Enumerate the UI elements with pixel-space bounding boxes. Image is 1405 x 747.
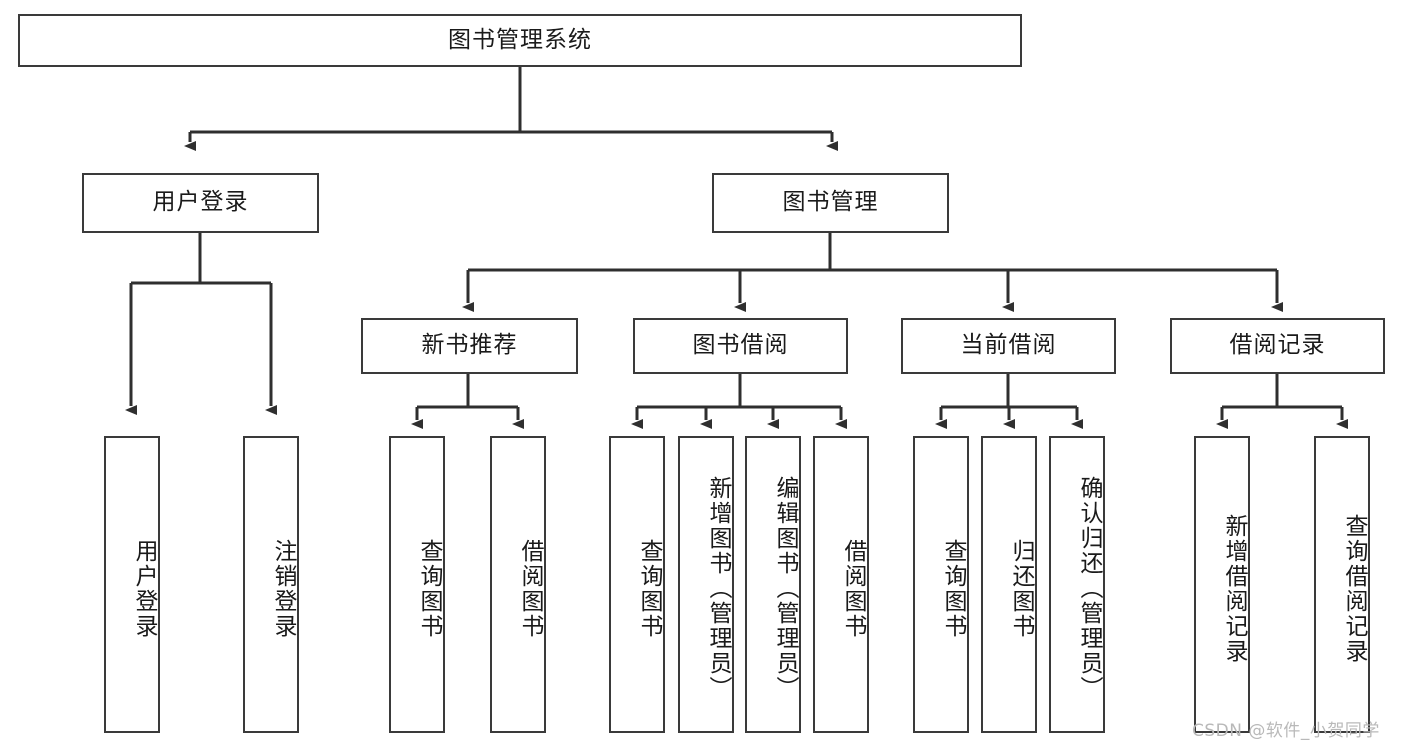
node-label: 查询图书 — [940, 538, 966, 639]
node-label: 新增图书（管理员） — [705, 476, 731, 701]
node-leaf-query-book-new[interactable]: 查询图书 — [389, 436, 445, 733]
node-label: 编辑图书（管理员） — [772, 476, 798, 701]
node-label: 用户登录 — [152, 189, 249, 216]
node-leaf-query-book-borrow[interactable]: 查询图书 — [609, 436, 665, 733]
node-label: 借阅记录 — [1229, 332, 1326, 359]
node-label: 查询图书 — [636, 538, 662, 639]
node-user-login[interactable]: 用户登录 — [82, 173, 319, 233]
node-book-borrow[interactable]: 图书借阅 — [633, 318, 848, 374]
node-label: 图书借阅 — [692, 332, 789, 359]
node-label: 新增借阅记录 — [1221, 513, 1247, 664]
node-borrow-record[interactable]: 借阅记录 — [1170, 318, 1385, 374]
node-new-book-recommend[interactable]: 新书推荐 — [361, 318, 578, 374]
node-book-management[interactable]: 图书管理 — [712, 173, 949, 233]
node-leaf-add-borrow-record[interactable]: 新增借阅记录 — [1194, 436, 1250, 733]
node-label: 借阅图书 — [517, 538, 543, 639]
node-leaf-user-login[interactable]: 用户登录 — [104, 436, 160, 733]
node-label: 查询借阅记录 — [1341, 513, 1367, 664]
node-leaf-query-borrow-record[interactable]: 查询借阅记录 — [1314, 436, 1370, 733]
node-leaf-logout-login[interactable]: 注销登录 — [243, 436, 299, 733]
node-leaf-edit-book[interactable]: 编辑图书（管理员） — [745, 436, 801, 733]
node-label: 查询图书 — [416, 538, 442, 639]
node-label: 确认归还（管理员） — [1076, 476, 1102, 701]
node-leaf-add-book[interactable]: 新增图书（管理员） — [678, 436, 734, 733]
node-leaf-borrow-book-new[interactable]: 借阅图书 — [490, 436, 546, 733]
node-leaf-confirm-return[interactable]: 确认归还（管理员） — [1049, 436, 1105, 733]
node-label: 注销登录 — [270, 538, 296, 639]
node-label: 图书管理 — [782, 189, 879, 216]
node-root-book-management-system[interactable]: 图书管理系统 — [18, 14, 1022, 67]
node-label: 新书推荐 — [421, 332, 518, 359]
node-leaf-return-book[interactable]: 归还图书 — [981, 436, 1037, 733]
node-leaf-query-book-current[interactable]: 查询图书 — [913, 436, 969, 733]
node-label: 归还图书 — [1008, 538, 1034, 639]
node-label: 用户登录 — [131, 538, 157, 639]
node-label: 图书管理系统 — [448, 26, 592, 53]
node-leaf-borrow-book[interactable]: 借阅图书 — [813, 436, 869, 733]
node-current-borrow[interactable]: 当前借阅 — [901, 318, 1116, 374]
node-label: 借阅图书 — [840, 538, 866, 639]
node-label: 当前借阅 — [960, 332, 1057, 359]
